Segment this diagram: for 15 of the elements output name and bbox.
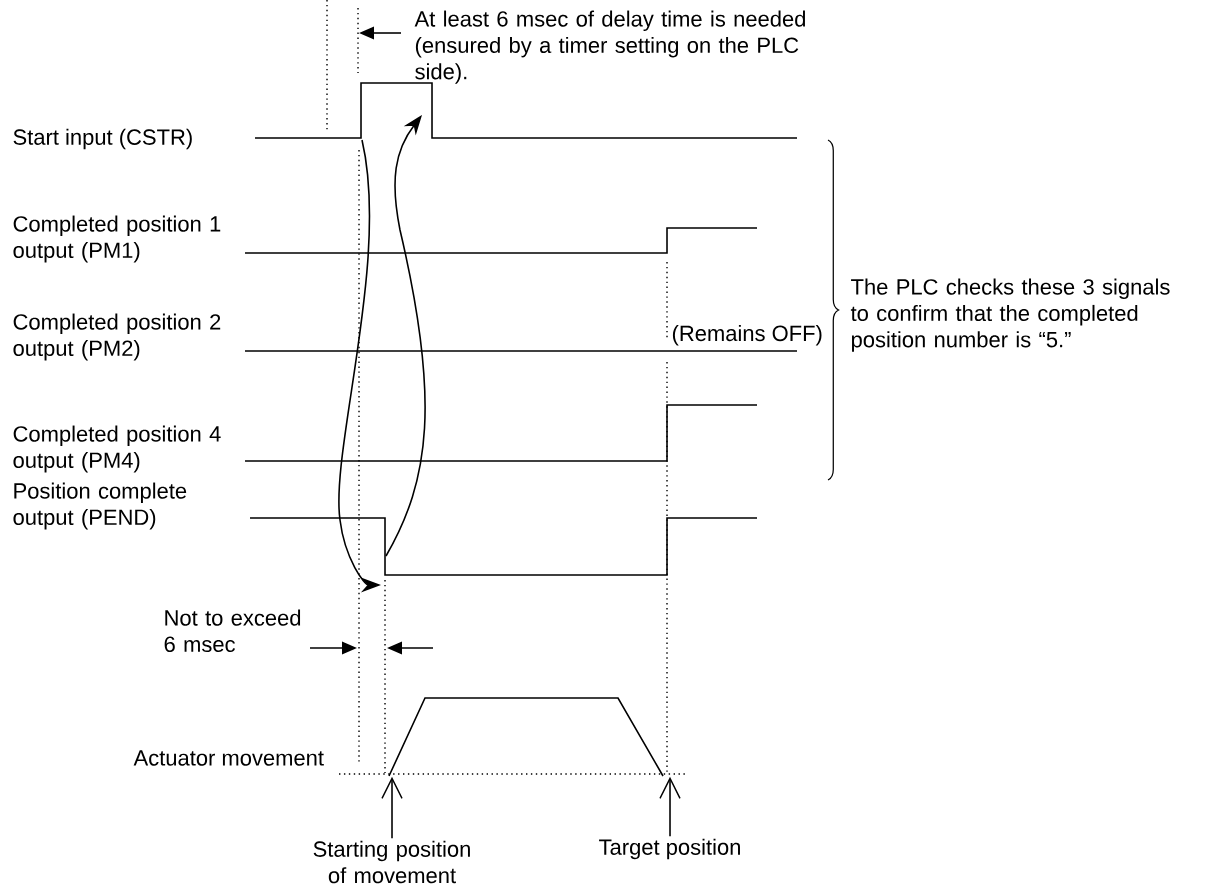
annotation-text: Not to exceed 6 msec: [164, 609, 301, 653]
annotation-text: (Remains OFF): [672, 325, 822, 346]
position-label: Starting position of movement: [313, 840, 470, 884]
annotation-text: Start input (CSTR): [13, 128, 192, 150]
annotation-text: The PLC checks these 3 signals to confirm that the completed position number is “5.”: [850, 278, 1170, 352]
annotation-text: Completed position 2 output (PM2): [13, 313, 221, 361]
annotation-text: At least 6 msec of delay time is needed (ensured by a timer setting on the PLC side).: [414, 10, 805, 84]
position-label: Target position: [599, 838, 740, 860]
movement-profile: [388, 697, 664, 777]
annotation-text: Completed position 1 output (PM1): [13, 215, 221, 263]
leader-arrow: [659, 776, 681, 837]
annotation-text: Completed position 4 output (PM4): [13, 425, 221, 473]
leader-arrow: [381, 776, 403, 839]
annotation-text: Position complete output (PEND): [13, 482, 187, 530]
annotation-text: Actuator movement: [133, 750, 324, 766]
